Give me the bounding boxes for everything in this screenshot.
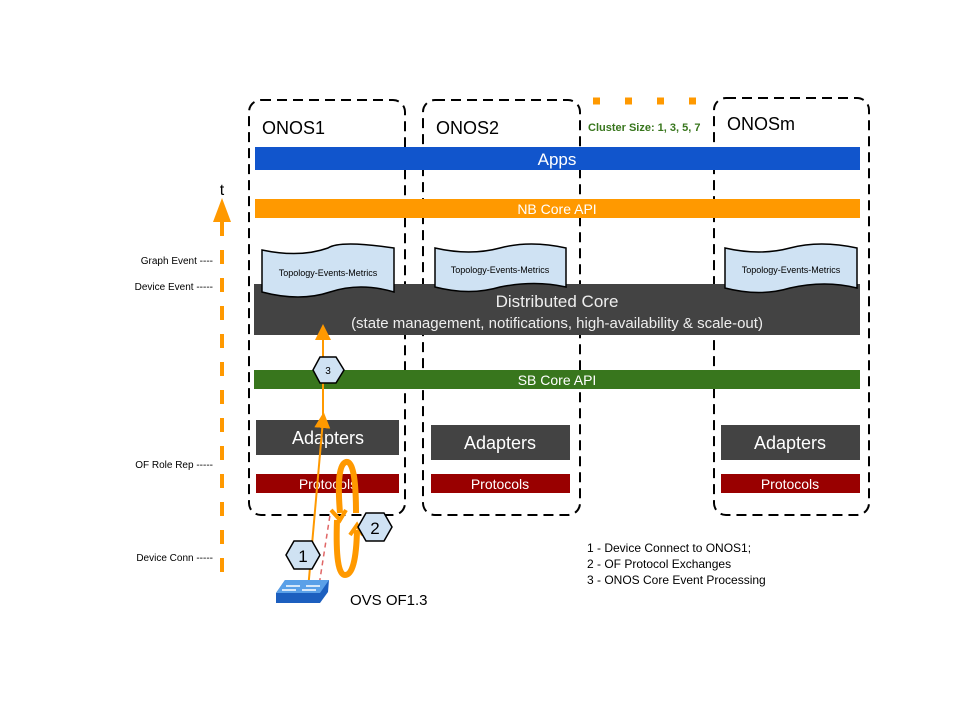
svg-text:1: 1 — [298, 547, 307, 566]
svg-text:3: 3 — [325, 366, 331, 377]
loop-arrow-icon — [329, 459, 365, 579]
core-title: Distributed Core — [496, 292, 619, 311]
adapters-block — [431, 425, 570, 460]
legend-item: 2 - OF Protocol Exchanges — [587, 557, 731, 571]
timeline-event: Graph Event ---- — [141, 256, 213, 267]
adapters-label: Adapters — [754, 433, 826, 453]
apps-label: Apps — [538, 150, 577, 169]
timeline-event: Device Conn ----- — [136, 553, 213, 564]
nb-api-label: NB Core API — [517, 201, 596, 217]
adapters-block — [721, 425, 860, 460]
switch-icon — [276, 580, 329, 603]
tape-store: Topology-Events-Metrics — [261, 243, 395, 298]
adapters-label: Adapters — [292, 428, 364, 448]
node-label: ONOS2 — [436, 118, 499, 138]
core-subtitle: (state management, notifications, high-a… — [351, 315, 763, 332]
cluster-size-label: Cluster Size: 1, 3, 5, 7 — [588, 122, 701, 134]
sb-api-label: SB Core API — [518, 372, 597, 388]
switch-label: OVS OF1.3 — [350, 592, 428, 609]
sb-api-bar — [254, 370, 860, 389]
svg-text:Topology-Events-Metrics: Topology-Events-Metrics — [451, 265, 550, 275]
protocols-label: Protocols — [471, 476, 529, 492]
protocols-label: Protocols — [761, 476, 819, 492]
protocols-block — [721, 474, 860, 493]
time-arrow-icon — [213, 198, 231, 222]
protocols-block — [256, 474, 399, 493]
onos1-cluster-box — [248, 99, 406, 516]
onos2-cluster-box — [422, 99, 581, 516]
legend-item: 3 - ONOS Core Event Processing — [587, 573, 766, 587]
svg-text:2: 2 — [370, 519, 379, 538]
timeline-event: Device Event ----- — [135, 282, 213, 293]
tape-store: Topology-Events-Metrics — [724, 243, 858, 294]
step-3-badge: 3 — [312, 356, 345, 384]
node-label: ONOSm — [727, 114, 795, 134]
of-exchange-dashed-line — [317, 514, 331, 593]
tape-store: Topology-Events-Metrics — [434, 243, 567, 293]
adapters-label: Adapters — [464, 433, 536, 453]
timeline-event: OF Role Rep ----- — [135, 460, 213, 471]
nb-api-bar — [255, 199, 860, 218]
legend-item: 1 - Device Connect to ONOS1; — [587, 541, 751, 555]
time-axis-label: t — [220, 182, 225, 199]
apps-bar — [255, 147, 860, 170]
protocols-block — [431, 474, 570, 493]
step-1-badge: 1 — [285, 540, 321, 570]
onosm-cluster-box — [713, 97, 870, 516]
svg-text:Topology-Events-Metrics: Topology-Events-Metrics — [279, 268, 378, 278]
protocols-label: Protocols — [299, 476, 357, 492]
svg-text:Topology-Events-Metrics: Topology-Events-Metrics — [742, 265, 841, 275]
step-2-badge: 2 — [357, 512, 393, 542]
node-label: ONOS1 — [262, 118, 325, 138]
